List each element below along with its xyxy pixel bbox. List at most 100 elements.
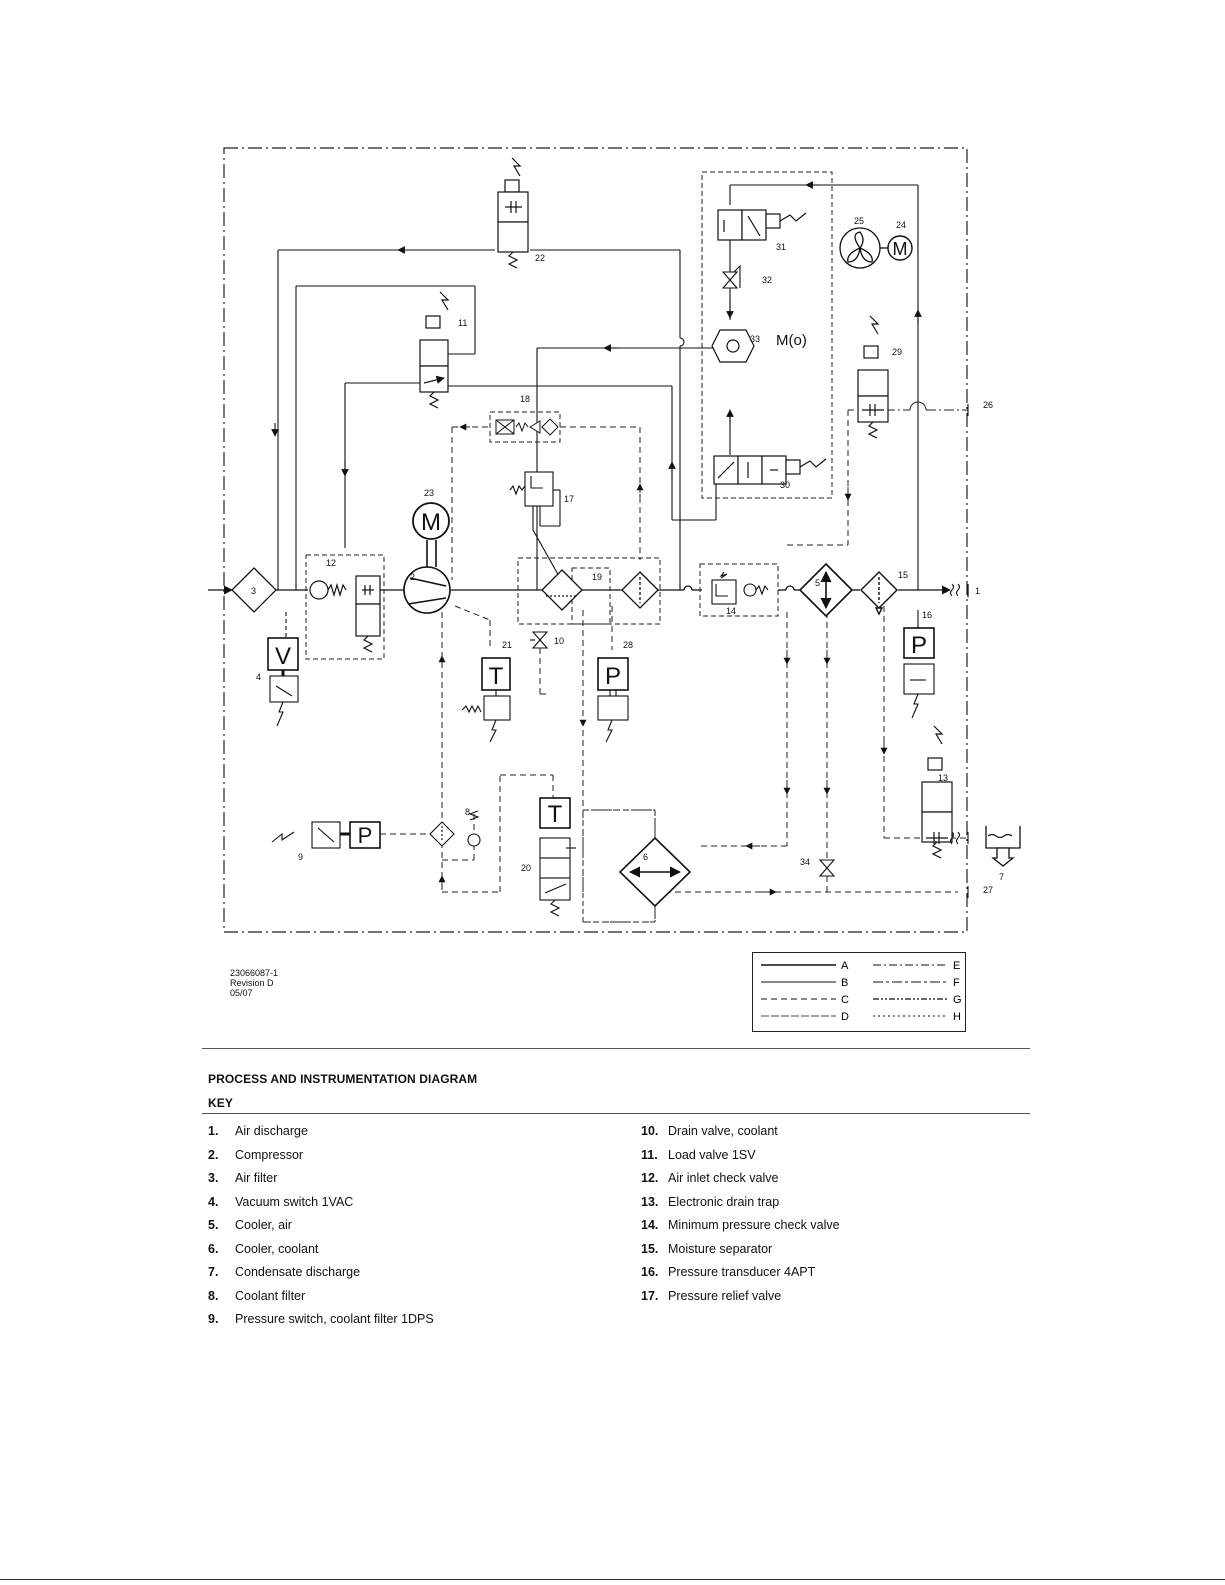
component-number-28: 28 [623,640,633,650]
pressure-transducer-16: P [903,627,935,719]
key-item-number: 3. [208,1171,219,1185]
electronic-drain-trap-13 [921,725,953,859]
key-item-number: 10. [641,1124,659,1138]
key-item: 3.Air filter [208,1171,434,1195]
section-rule-bottom [202,1113,1030,1114]
component-number-17: 17 [564,494,574,504]
fan-25 [839,227,888,269]
key-list-right: 10. Drain valve, coolant 11. Load valve 1SV… [641,1124,840,1312]
key-section-title: PROCESS AND INSTRUMENTATION DIAGRAM [208,1072,478,1086]
coolant-cooler-6 [618,836,692,908]
key-item: 17.Pressure relief valve [641,1289,840,1313]
condensate-discharge-7 [985,826,1021,867]
legend-label-g: G [953,994,962,1006]
vacuum-switch-4: V [267,612,299,727]
component-33 [711,329,755,363]
key-item: 7. Condensate discharge [208,1265,434,1289]
temperature-switch-21: T [461,657,511,743]
legend-label-e: E [953,960,960,972]
coolant-filter-8 [429,810,481,847]
load-valve-11 [419,291,450,409]
page-bottom-rule [0,1579,1225,1580]
component-number-11: 11 [458,318,467,328]
key-item: 2.Compressor [208,1148,434,1172]
component-number-32: 32 [762,275,772,285]
component-number-30: 30 [780,480,790,490]
pressure-switch-9: P [271,821,381,849]
key-item-label: Cooler, coolant [235,1241,319,1256]
air-filter-3 [231,567,277,613]
key-item-number: 14. [641,1218,659,1232]
key-item-label: Electronic drain trap [668,1194,780,1209]
section-rule-top [202,1048,1030,1049]
key-section-subtitle: KEY [208,1096,233,1110]
legend-label-f: F [953,977,960,989]
component-number-16: 16 [922,610,932,620]
component-number-20: 20 [521,863,531,873]
component-number-26: 26 [983,400,993,410]
key-item: 14.Minimum pressure check valve [641,1218,840,1242]
component-number-2: 2 [410,572,415,582]
key-item: 12.Air inlet check valve [641,1171,840,1195]
key-item-label: Cooler, air [235,1218,292,1232]
valve-32 [721,264,741,289]
pressure-sensor-28: P [597,657,629,743]
pressure-relief-valve-17 [509,471,561,579]
press-9-label: P [358,823,373,848]
key-item-number: 13. [641,1194,659,1209]
component-number-7: 7 [999,872,1004,882]
key-item-label: Drain valve, coolant [668,1124,778,1138]
component-number-33: 33 [750,334,760,344]
key-item-number: 7. [208,1265,219,1279]
component-number-24: 24 [896,220,906,230]
crossover-26 [909,401,927,411]
component-18 [495,418,559,436]
press-16-label: P [911,632,927,659]
key-item-label: Pressure transducer 4APT [668,1265,816,1279]
key-item-number: 11. [641,1147,658,1162]
legend-label-a: A [841,960,849,972]
oil-filter-element [621,571,659,609]
press-28-label: P [605,663,621,690]
separator-19 [541,569,583,611]
key-item-label: Condensate discharge [235,1265,361,1279]
key-item-label: Compressor [235,1147,304,1162]
moisture-separator-15 [860,571,898,616]
legend-label-d: D [841,1011,849,1023]
valve-34 [818,859,836,877]
motor-24-label: M [893,239,908,259]
key-item-number: 9. [208,1312,219,1326]
component-number-29: 29 [892,347,902,357]
key-item: 5.Cooler, air [208,1218,434,1242]
component-number-4: 4 [256,672,261,682]
key-item-label: Load valve 1SV [668,1147,756,1162]
key-item: 15.Moisture separator [641,1242,840,1266]
component-numbers: 1234567891011121314151617181920212223242… [251,216,1004,895]
terminations [949,404,969,898]
key-item-number: 4. [208,1194,219,1209]
solenoid-valve-22 [497,157,529,269]
drawing-number: 23066087-1 [230,968,279,978]
component-number-1: 1 [975,586,980,596]
mo-label: M(o) [776,332,807,349]
key-item-label: Vacuum switch 1VAC [235,1194,354,1209]
motor-24: M [887,235,913,261]
component-number-8: 8 [465,807,470,817]
compressor-2 [403,540,451,614]
drain-valve-10 [530,631,549,649]
component-number-19: 19 [592,572,602,582]
component-number-23: 23 [424,488,434,498]
key-item-number: 1. [208,1124,219,1138]
air-inlet-check-valve-12 [309,575,381,653]
component-number-27: 27 [983,885,993,895]
solenoid-valve-29 [857,315,889,439]
component-number-9: 9 [298,852,303,862]
legend-label-b: B [841,977,848,989]
temp-20-label: T [548,801,563,828]
component-number-3: 3 [251,586,256,596]
key-item: 13. Electronic drain trap [641,1195,840,1219]
valve-30 [713,455,827,485]
key-item-label: Pressure relief valve [668,1288,782,1303]
mo-module-boundary [701,171,833,499]
